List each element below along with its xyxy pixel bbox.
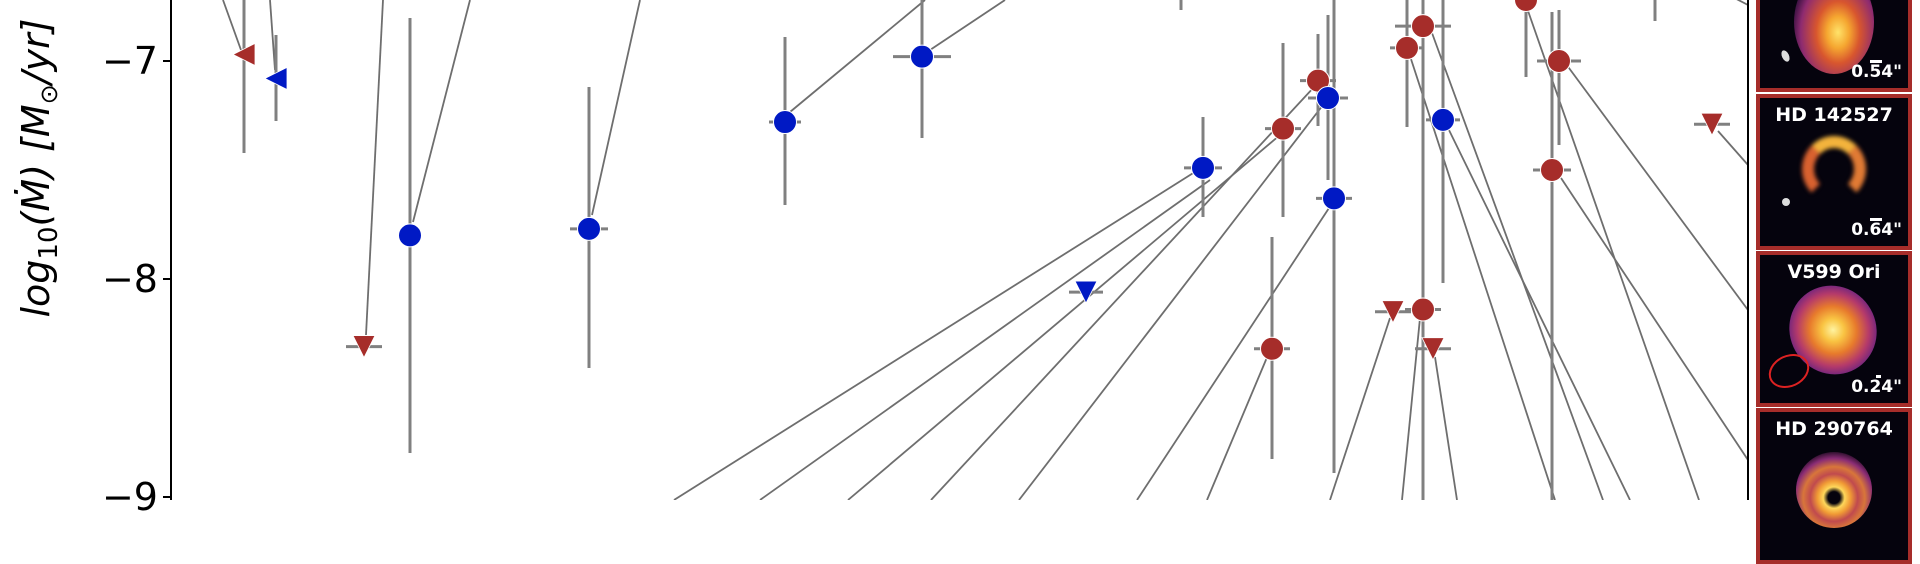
- ytick-label: −7: [101, 39, 158, 83]
- image-panel-1: 0.54": [1756, 0, 1912, 92]
- beam-ellipse: [1779, 49, 1792, 63]
- connector-line: [1736, 0, 1749, 6]
- panel-title: HD 142527: [1775, 104, 1893, 126]
- scale-label: 0.54": [1851, 60, 1902, 82]
- connector-line: [1206, 354, 1269, 500]
- horseshoe-image: [1802, 136, 1866, 202]
- data-point-circle: [1271, 116, 1295, 141]
- data-point-triangle-down: [1381, 300, 1405, 324]
- data-point-circle: [1316, 86, 1340, 111]
- data-markers: [232, 0, 1724, 361]
- data-point-triangle-down: [1700, 112, 1724, 137]
- connector-line: [673, 169, 1199, 500]
- data-point-circle: [1395, 35, 1419, 60]
- connector-line: [1431, 32, 1604, 500]
- panel-title: V599 Ori: [1787, 261, 1881, 283]
- data-point-circle: [910, 44, 934, 69]
- scale-label: 0.64": [1851, 218, 1902, 240]
- connector-line: [1717, 130, 1749, 166]
- connector-line: [412, 0, 471, 223]
- image-panel-2: HD 142527 0.64": [1756, 94, 1912, 250]
- data-point-circle: [1322, 186, 1346, 211]
- data-point-circle: [1540, 158, 1564, 182]
- image-panel-3: V599 Ori 0.24": [1756, 251, 1912, 407]
- data-point-circle: [1547, 49, 1571, 73]
- connector-line: [789, 0, 926, 113]
- connector-line: [759, 179, 1211, 500]
- scale-label: 0.24": [1851, 375, 1902, 397]
- connector-line: [1434, 356, 1458, 500]
- data-point-circle: [1431, 107, 1455, 132]
- panel-title: HD 290764: [1775, 418, 1893, 440]
- beam-dot: [1782, 198, 1790, 206]
- data-point-circle: [1191, 155, 1215, 180]
- connector-line: [222, 0, 242, 51]
- connector-line: [1409, 55, 1556, 500]
- connector-line: [1565, 63, 1749, 311]
- connector-line: [1329, 317, 1391, 500]
- connector-line: [929, 0, 1006, 51]
- ytick-label: −8: [101, 257, 158, 301]
- connector-lines: [222, 0, 1749, 500]
- connector-line: [1401, 317, 1421, 500]
- connector-line: [1447, 127, 1631, 500]
- data-point-triangle-down: [1074, 280, 1098, 304]
- connector-line: [930, 85, 1316, 500]
- connector-line: [1136, 204, 1332, 500]
- data-point-circle: [1514, 0, 1538, 12]
- ring-image: [1796, 452, 1872, 528]
- data-point-circle: [577, 216, 601, 241]
- data-point-triangle-left: [232, 42, 256, 67]
- image-panel-4: HD 290764: [1756, 408, 1912, 564]
- data-point-triangle-down: [1421, 337, 1445, 361]
- connector-line: [1560, 177, 1749, 461]
- data-point-circle: [1260, 336, 1284, 361]
- data-point-circle: [1411, 297, 1435, 322]
- connector-line: [847, 134, 1281, 500]
- data-point-triangle-down: [352, 335, 376, 359]
- connector-line: [591, 0, 641, 216]
- data-point-circle: [398, 223, 422, 248]
- scatter-plot: [163, 0, 1749, 500]
- data-point-triangle-left: [264, 66, 288, 91]
- connector-line: [269, 0, 276, 71]
- connector-line: [1018, 104, 1324, 500]
- data-point-circle: [773, 110, 797, 135]
- connector-line: [1526, 7, 1700, 500]
- connector-line: [365, 0, 384, 336]
- data-point-circle: [1411, 14, 1435, 39]
